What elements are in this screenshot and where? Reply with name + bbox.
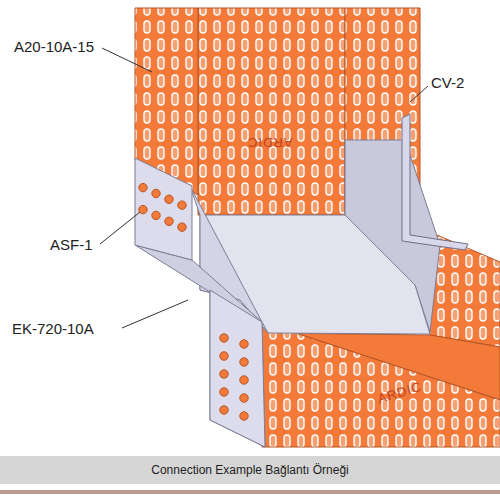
bolt-head [178, 223, 186, 231]
bolt-head [178, 201, 186, 209]
bottom-rule [0, 490, 500, 494]
bolt-head [220, 352, 228, 360]
leader-line [122, 300, 188, 328]
bolt-head [240, 394, 248, 402]
cover-strip [402, 114, 468, 250]
part-name: EK-720-10A [12, 320, 94, 337]
bolt-head [139, 183, 147, 191]
splice-plate [135, 158, 192, 260]
brand-watermark: ARDIC [247, 135, 292, 150]
part-name: A20-10A-15 [14, 38, 94, 55]
tray-floor [198, 8, 345, 215]
bolt-group [139, 183, 248, 420]
leader-line [102, 48, 152, 72]
leader-lines [100, 48, 428, 328]
bolt-head [165, 195, 173, 203]
part-name: ASF-1 [50, 236, 93, 253]
bolt-head [165, 217, 173, 225]
splice-plate [210, 290, 265, 447]
part-name: CV-2 [431, 74, 464, 91]
bolt-head [152, 189, 160, 197]
bend-outer-wall [135, 245, 265, 447]
bolt-head [220, 388, 228, 396]
bolt-head [152, 211, 160, 219]
tray-side-wall [262, 322, 500, 447]
bolt-head [240, 358, 248, 366]
leader-line [410, 86, 428, 102]
bolt-head [240, 376, 248, 384]
caption-band [0, 456, 500, 484]
bolt-head [220, 334, 228, 342]
bolt-head [240, 412, 248, 420]
caption: Connection Example Bağlantı Örneği [151, 463, 348, 477]
bolt-head [240, 340, 248, 348]
bolt-head [220, 370, 228, 378]
bolt-head [220, 406, 228, 414]
leader-line [100, 212, 140, 244]
